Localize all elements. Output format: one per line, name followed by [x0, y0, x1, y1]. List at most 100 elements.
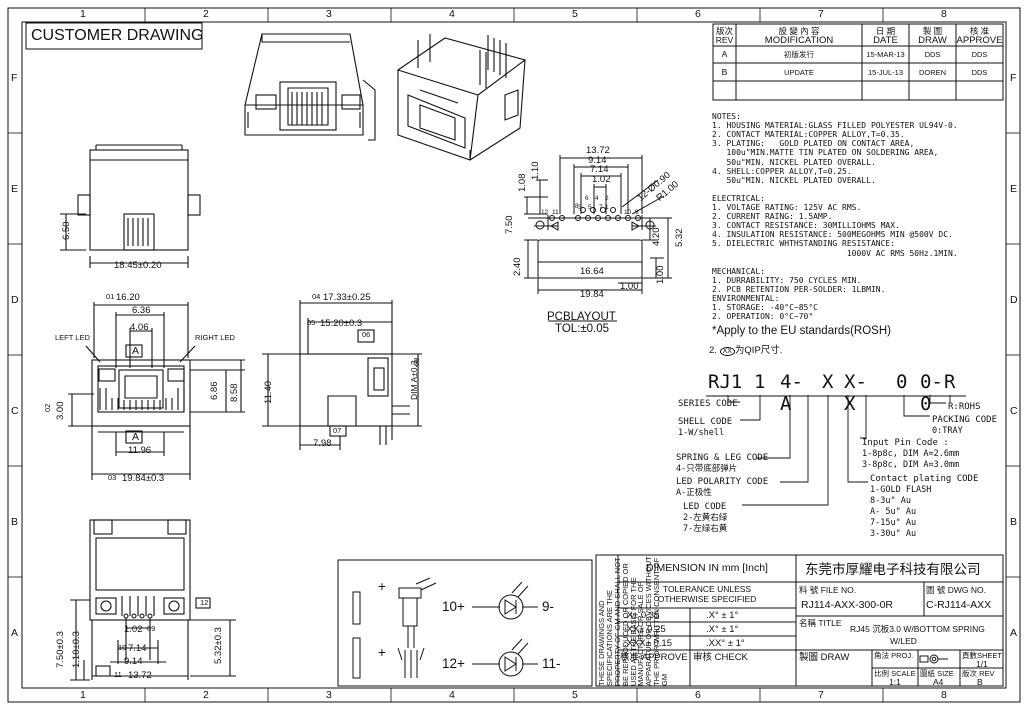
- note-line: 4. INSULATION RESISTANCE: 500MEGOHMS MIN…: [712, 230, 953, 240]
- led-diode-2-icon: [499, 652, 523, 676]
- mod-header-cn: 設 變 內 容: [778, 26, 820, 36]
- dimension-label: 4.06: [130, 322, 149, 333]
- disclaimer: THESE DRAWINGS AND SPECIFICATIONS ARE TH…: [597, 556, 669, 686]
- qip-mark: 01: [106, 292, 115, 301]
- grid-col-4: 4: [449, 8, 455, 20]
- note-line: 1. DURRABILITY: 750 CYCLES MIN.: [712, 275, 862, 285]
- grid-col-6-bottom: 6: [695, 689, 701, 701]
- date-header-cn: 日 期: [875, 26, 896, 36]
- section-label-a: A: [132, 345, 140, 357]
- qip-mark: 03: [108, 473, 117, 482]
- note-line: 5. DIELECTRIC WHTHSTANDING RESISTANCE:: [712, 239, 896, 249]
- qip-mark: 06: [362, 330, 371, 339]
- code-char-4: X-X: [844, 371, 867, 415]
- date-header-en: DATE: [873, 35, 898, 46]
- schematic-pin-9: 9-: [542, 599, 555, 614]
- pcb-dim: 4.20: [651, 227, 662, 247]
- led-diode-1-icon: [499, 595, 523, 619]
- grid-col-5-bottom: 5: [572, 689, 578, 701]
- mod-header-en: MODIFICATION: [764, 35, 834, 46]
- pcb-layout-title: PCBLAYOUT: [547, 311, 616, 323]
- grid-col-8: 8: [941, 8, 947, 20]
- note-line: MECHANICAL:: [712, 266, 765, 276]
- note-line: 3. CONTACT RESISTANCE: 30MILLIOHMS MAX.: [712, 221, 900, 231]
- rev-row-a-mod: 初版发行: [784, 50, 814, 59]
- draw-label: 製圖 DRAW: [799, 652, 850, 663]
- qip-note-prefix: 2.: [709, 345, 717, 356]
- legend-input-line: Input Pin Code :: [862, 438, 949, 448]
- rev-label: 版次 REV: [962, 669, 995, 678]
- rev-row-a-approve: DDS: [971, 50, 988, 59]
- code-char-3: X: [822, 371, 834, 393]
- dimension-label: 5.32±0.3: [213, 627, 224, 664]
- scale-value: 1:1: [889, 677, 901, 687]
- dimension-label: DIM A±0.3: [409, 360, 419, 400]
- code-char-2: 4-A: [780, 371, 803, 415]
- legend-rohs-line: R:ROHS: [948, 402, 981, 412]
- dimension-unit: DIMENSION IN mm [Inch]: [646, 562, 768, 574]
- dwg-no: C-RJ114-AXX: [926, 599, 992, 611]
- grid-row-f: F: [11, 72, 18, 84]
- legend-plating-line: 8-3u" Au: [870, 496, 911, 506]
- legend-spring-line: SPRING & LEG CODE: [676, 453, 769, 463]
- approve-header-cn: 核 准: [969, 26, 990, 36]
- dimension-label: 11.96: [128, 445, 152, 456]
- pcb-pin-number: 7: [599, 204, 603, 211]
- note-line: 1. VOLTAGE RATING: 125V AC RMS.: [712, 203, 862, 212]
- pcb-pin-number: 10: [624, 209, 632, 216]
- grid-col-7: 7: [818, 8, 824, 20]
- tol-angle-3: .XX° ± 1°: [706, 638, 745, 649]
- pcb-pin-number: 6: [585, 195, 589, 202]
- legend-plating-line: 7-15u" Au: [870, 518, 917, 528]
- qip-mark: 02: [43, 403, 52, 412]
- draw-header-en: DRAW: [918, 35, 947, 46]
- proj-label: 角法 PROJ.: [874, 651, 914, 660]
- legend-plating-line: 1-GOLD FLASH: [870, 485, 932, 495]
- grid-row-e-right: E: [1010, 183, 1018, 195]
- dimension-label: 7.50±0.3: [55, 631, 66, 668]
- legend-spring-line: 4-只带底部弹片: [676, 464, 738, 474]
- dimension-label: 17.33±0.25: [323, 292, 371, 303]
- legend-series-line: SERIES CODE: [678, 399, 738, 409]
- schematic-plus-1: +: [378, 579, 386, 594]
- pcb-dim: 1.00: [655, 265, 666, 285]
- dimension-label: 18.45±0.20: [114, 260, 162, 271]
- code-char-7: R: [944, 371, 956, 393]
- code-char-5: 0: [896, 371, 908, 393]
- dimension-label: 1.10±0.3: [71, 631, 82, 668]
- tol-angle-1: .X° ± 1°: [706, 610, 739, 621]
- size-label: 圖紙 SIZE: [920, 669, 954, 678]
- drawing-title: CUSTOMER DRAWING: [31, 27, 204, 44]
- tolerance-title-1: TOLERANCE UNLESS: [662, 584, 752, 594]
- dimension-label: 7.14: [128, 643, 147, 654]
- note-line: 50u"MIN. NICKEL PLATED OVERALL.: [712, 157, 876, 167]
- rev-row-b-mod: UPDATE: [784, 68, 814, 77]
- rev-row-a-draw: DDS: [924, 50, 941, 59]
- pcb-dim: 7.50: [504, 215, 515, 235]
- dimension-label: 6.36: [132, 305, 151, 316]
- dimension-label: 16.20: [116, 292, 140, 303]
- code-char-0: RJ1: [708, 371, 743, 393]
- pcb-dim: 1.08: [517, 173, 528, 193]
- qip-mark: 11: [114, 670, 122, 679]
- sheet-label: 頁數SHEET: [962, 651, 1003, 660]
- dimension-label: 3.00: [55, 401, 66, 421]
- grid-col-3: 3: [326, 8, 332, 20]
- company-name: 东莞市厚耀电子科技有限公司: [805, 562, 981, 577]
- right-led-label: RIGHT LED: [195, 333, 235, 342]
- tol-linear-2: .XX± 0.25: [624, 624, 666, 635]
- dimension-label: 1.02: [124, 624, 143, 635]
- schematic-pin-10: 10+: [442, 599, 465, 614]
- pcb-dim: 9.14: [588, 155, 607, 166]
- grid-row-f-right: F: [1010, 72, 1017, 84]
- tol-linear-1: .X± 0.35: [624, 610, 660, 621]
- pcb-dim: 5.32: [674, 228, 685, 248]
- sheet-value: 1/1: [976, 659, 988, 669]
- legend-plating-line: 3-30u" Au: [870, 529, 917, 539]
- pcb-pin-number: 3: [578, 204, 582, 211]
- dwg-no-label: 圖 號 DWG NO.: [926, 585, 986, 595]
- legend-shell-line: SHELL CODE: [678, 417, 733, 427]
- rev-row-b-rev: B: [721, 67, 728, 77]
- legend-packing-line: 0:TRAY: [932, 426, 963, 436]
- grid-row-d: D: [11, 294, 19, 306]
